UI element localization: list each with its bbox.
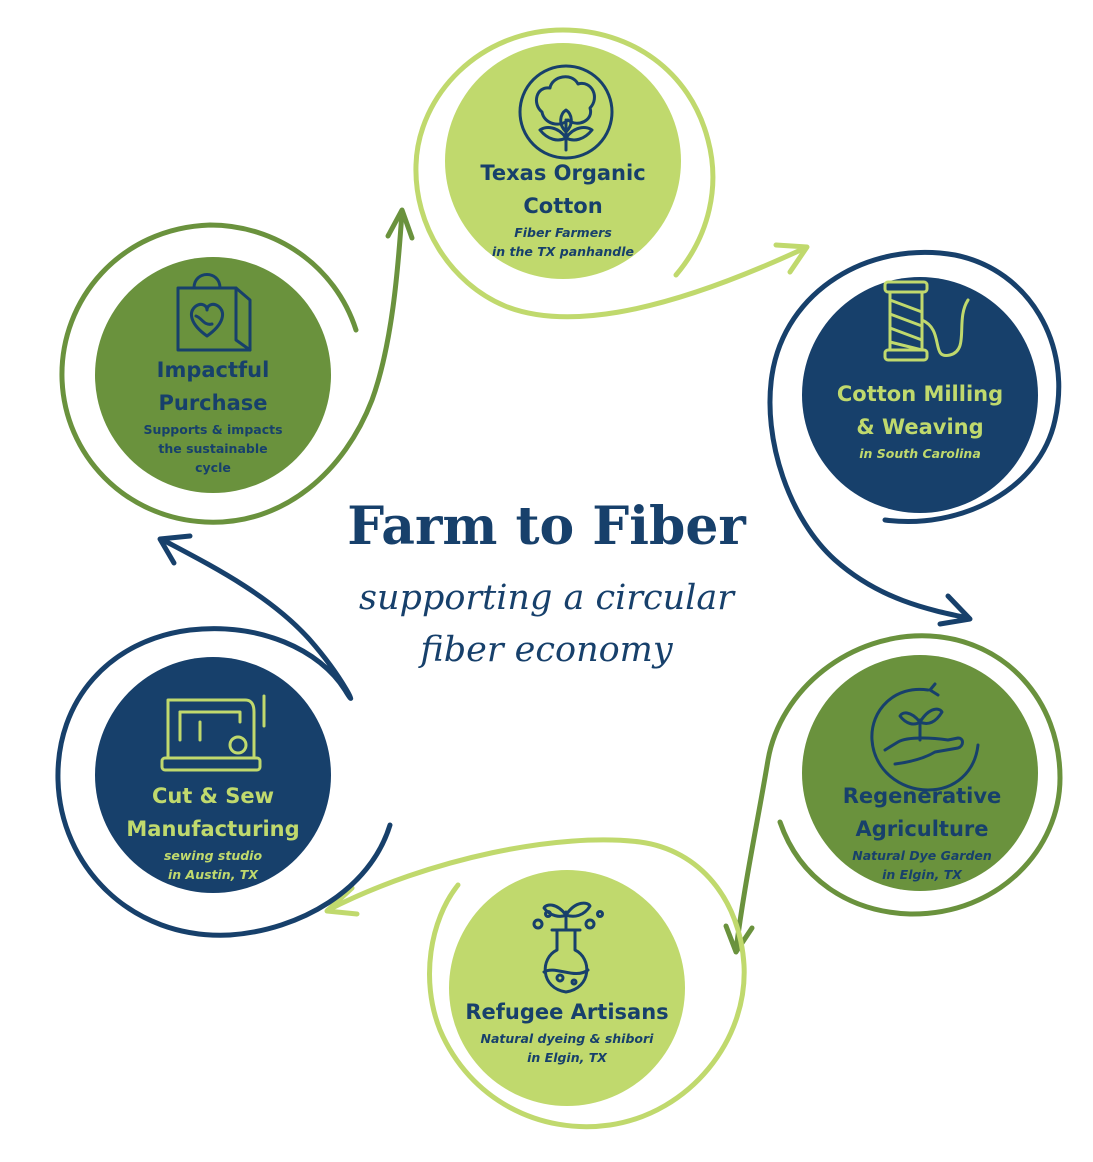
diagram-title: Farm to Fiber xyxy=(347,496,746,557)
arrow-head-left-bottom xyxy=(157,533,193,566)
node-subtitle-line2: in Elgin, TX xyxy=(882,867,962,882)
node-circle-refugee-artisans xyxy=(449,870,685,1106)
node-title-line2: Agriculture xyxy=(855,817,989,841)
node-subtitle-line2: in Elgin, TX xyxy=(527,1050,607,1065)
diagram-subtitle: supporting a circular fiber economy xyxy=(0,572,1093,676)
shopping-bag-heart-icon xyxy=(176,273,252,352)
node-subtitle-line1: sewing studio xyxy=(163,848,263,863)
node-label-cotton-milling: Cotton Milling & Weaving in South Caroli… xyxy=(837,378,1003,463)
node-title-line2: Purchase xyxy=(158,391,268,415)
node-subtitle-line1: Natural dyeing & shibori xyxy=(480,1031,654,1046)
node-subtitle-line1: Natural Dye Garden xyxy=(852,848,992,863)
ring-arc-left-bottom xyxy=(55,537,393,938)
node-subtitle-line1: Supports & impacts xyxy=(143,422,283,437)
node-label-impactful-purchase: Impactful Purchase Supports & impacts th… xyxy=(143,354,282,477)
node-subtitle-line2: in Austin, TX xyxy=(168,867,258,882)
node-subtitle-line2: the sustainable xyxy=(158,441,268,456)
node-title-line2: Cotton xyxy=(523,194,603,218)
ring-arc-left-top xyxy=(59,209,405,525)
arrow-head-left-top xyxy=(385,207,415,241)
node-title-line2: & Weaving xyxy=(856,415,984,439)
arrow-head-bottom xyxy=(324,885,360,917)
hand-seedling-icon xyxy=(870,682,980,792)
cotton-plant-icon xyxy=(518,64,614,160)
node-label-regenerative-agriculture: Regenerative Agriculture Natural Dye Gar… xyxy=(843,780,1002,884)
sewing-machine-icon xyxy=(160,694,266,772)
node-subtitle-line3: cycle xyxy=(195,460,231,475)
node-subtitle-line1: in South Carolina xyxy=(859,446,981,461)
ring-arc-right-bottom xyxy=(733,633,1063,953)
node-circle-regenerative-agriculture xyxy=(802,655,1038,891)
ring-arc-top xyxy=(413,27,808,320)
node-label-refugee-artisans: Refugee Artisans Natural dyeing & shibor… xyxy=(465,996,668,1067)
arrow-head-top xyxy=(773,242,810,275)
node-circle-cotton-milling xyxy=(802,277,1038,513)
node-subtitle-line1: Fiber Farmers xyxy=(514,225,612,240)
thread-spool-icon xyxy=(883,280,970,362)
node-title-line1: Impactful xyxy=(156,358,270,382)
node-title-line1: Cut & Sew xyxy=(151,784,275,808)
dye-flask-icon xyxy=(532,901,604,994)
node-label-texas-organic-cotton: Texas Organic Cotton Fiber Farmers in th… xyxy=(480,157,645,261)
node-subtitle-line2: in the TX panhandle xyxy=(492,244,634,259)
node-title-line1: Cotton Milling xyxy=(836,382,1004,406)
node-circle-cut-sew xyxy=(95,657,331,893)
diagram-subtitle-line2: fiber economy xyxy=(420,630,673,670)
node-title-line1: Regenerative xyxy=(842,784,1002,808)
ring-arc-bottom xyxy=(325,837,747,1130)
node-label-cut-sew: Cut & Sew Manufacturing sewing studio in… xyxy=(126,780,299,884)
diagram-subtitle-line1: supporting a circular xyxy=(359,578,734,618)
arrow-head-right-top xyxy=(937,593,973,627)
arrow-head-right-bottom xyxy=(723,923,755,955)
ring-arc-right-top xyxy=(767,249,1062,621)
node-title-line2: Manufacturing xyxy=(126,817,300,841)
node-circle-impactful-purchase xyxy=(95,257,331,493)
node-title-line1: Texas Organic xyxy=(480,161,646,185)
node-title-line1: Refugee Artisans xyxy=(465,1000,669,1024)
node-circle-texas-organic-cotton xyxy=(445,43,681,279)
